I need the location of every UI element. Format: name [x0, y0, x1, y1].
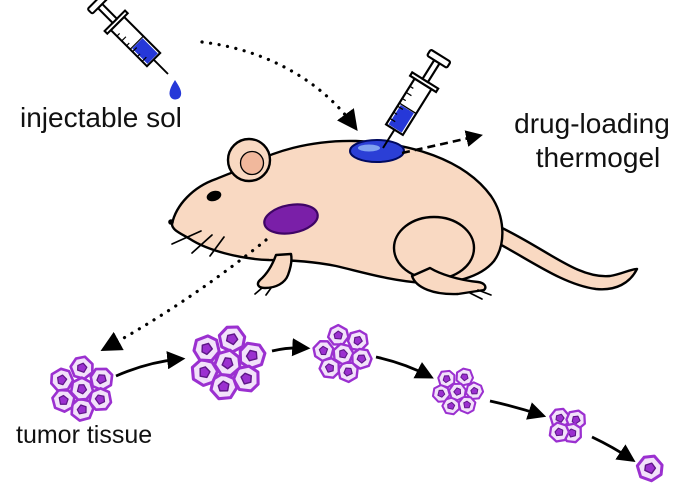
- arrow-stage-5-6: [591, 435, 636, 463]
- tumor-cluster-stage-2: [180, 316, 273, 408]
- tumor-cluster-stage-3: [304, 315, 381, 391]
- mouse-front-leg: [256, 252, 293, 290]
- arrow-stage-3-4: [375, 355, 434, 379]
- tumor-progression: [46, 315, 668, 485]
- mouse-hind-toe: [469, 292, 483, 300]
- label-drug-loading-line1: drug-loading: [514, 108, 670, 139]
- tumor-blob: [263, 203, 319, 235]
- tumor-cluster-stage-5: [548, 406, 589, 446]
- label-injectable-sol: injectable sol: [20, 102, 182, 133]
- mouse-hind-foot: [410, 266, 487, 296]
- arrow-stage-4-5: [489, 399, 547, 420]
- mouse-illustration: [168, 137, 639, 300]
- label-tumor-tissue: tumor tissue: [16, 421, 152, 449]
- tumor-cluster-stage-6: [632, 450, 668, 485]
- label-drug-loading-line2: thermogel: [536, 142, 661, 173]
- mouse-front-toe: [265, 287, 272, 296]
- mouse-eye: [206, 190, 222, 202]
- mouse-hind-toe: [477, 289, 492, 296]
- arrow-sol-to-mouse: [200, 40, 358, 132]
- tumor-cluster-stage-1: [46, 354, 116, 422]
- tumor-cluster-stage-4: [422, 356, 493, 426]
- mouse-whisker: [209, 236, 225, 257]
- thermogel-blob: [349, 139, 405, 163]
- arrow-stage-2-3: [271, 338, 311, 357]
- mouse-whisker: [191, 234, 213, 254]
- mouse-inner-ear: [239, 150, 265, 176]
- mouse-front-toe: [254, 287, 263, 295]
- droplet-icon: [169, 80, 182, 100]
- arrow-stage-1-2: [115, 351, 186, 378]
- thermogel-highlight: [358, 144, 380, 152]
- mouse-nose: [168, 219, 174, 225]
- syringe-injectable-sol-icon: [84, 0, 182, 100]
- mouse-whisker: [171, 230, 202, 245]
